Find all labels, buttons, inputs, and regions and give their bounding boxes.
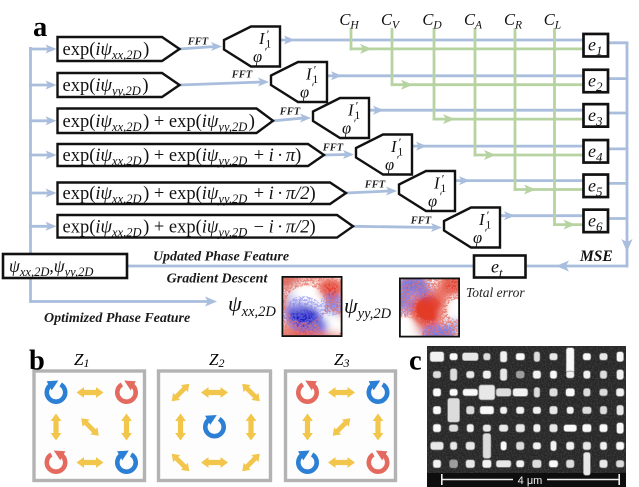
- svg-text:FFT: FFT: [187, 37, 209, 48]
- svg-text:I: I: [433, 174, 441, 193]
- svg-text:I: I: [305, 65, 313, 84]
- svg-text:I: I: [258, 29, 266, 48]
- svg-text:Z3: Z3: [334, 350, 349, 370]
- svg-text:φ: φ: [385, 155, 394, 174]
- svg-text:FFT: FFT: [322, 143, 344, 154]
- svg-text:′: ′: [441, 172, 444, 186]
- svg-text:1: 1: [313, 74, 319, 86]
- svg-text:1: 1: [266, 39, 272, 51]
- svg-text:Optimized Phase Feature: Optimized Phase Feature: [44, 311, 190, 326]
- svg-text:φ: φ: [300, 83, 309, 102]
- svg-text:c: c: [409, 346, 422, 377]
- svg-text:1: 1: [398, 147, 404, 159]
- svg-text:ψyy,2D: ψyy,2D: [344, 293, 392, 322]
- svg-text:Total error: Total error: [466, 285, 525, 300]
- svg-text:′: ′: [353, 116, 356, 130]
- svg-text:MSE: MSE: [579, 248, 613, 265]
- svg-text:φ: φ: [342, 119, 351, 138]
- svg-text:exp(iψyy,2D ): exp(iψyy,2D ): [63, 76, 149, 98]
- svg-text:′: ′: [355, 99, 358, 113]
- svg-text:1: 1: [486, 220, 492, 232]
- svg-text:CH: CH: [339, 10, 359, 32]
- svg-text:φ: φ: [473, 228, 482, 247]
- svg-text:φ: φ: [253, 47, 262, 66]
- svg-text:Z2: Z2: [209, 350, 224, 370]
- svg-text:′: ′: [439, 189, 442, 203]
- svg-text:FFT: FFT: [410, 216, 432, 227]
- svg-text:′: ′: [264, 45, 267, 59]
- svg-text:FFT: FFT: [231, 70, 253, 81]
- svg-text:1: 1: [355, 110, 361, 122]
- svg-text:I: I: [390, 137, 398, 156]
- svg-text:′: ′: [266, 27, 269, 41]
- svg-text:FFT: FFT: [364, 180, 386, 191]
- svg-text:FFT: FFT: [279, 107, 301, 118]
- svg-text:Updated Phase Feature: Updated Phase Feature: [153, 250, 289, 265]
- svg-text:exp(iψxx,2D ): exp(iψxx,2D ): [63, 40, 150, 62]
- svg-text:CV: CV: [381, 10, 401, 32]
- svg-text:′: ′: [313, 63, 316, 77]
- svg-text:Gradient Descent: Gradient Descent: [167, 272, 269, 287]
- svg-text:exp(iψxx,2D ) + exp(iψyy,2D +: exp(iψxx,2D ) + exp(iψyy,2D + i · π/2): [63, 184, 316, 206]
- svg-text:I: I: [347, 101, 355, 120]
- svg-text:CA: CA: [464, 10, 483, 32]
- svg-text:b: b: [29, 346, 45, 377]
- svg-text:exp(iψxx,2D ) + exp(iψyy,2D +: exp(iψxx,2D ) + exp(iψyy,2D + i · π): [63, 146, 302, 168]
- svg-text:φ: φ: [428, 192, 437, 211]
- svg-text:I: I: [478, 210, 486, 229]
- svg-text:CR: CR: [504, 10, 522, 32]
- svg-text:exp(iψxx,2D ) + exp(iψyy,2D −: exp(iψxx,2D ) + exp(iψyy,2D − i · π/2): [63, 217, 316, 239]
- svg-text:CL: CL: [544, 10, 561, 32]
- svg-text:′: ′: [486, 208, 489, 222]
- svg-text:CD: CD: [422, 10, 442, 32]
- svg-text:′: ′: [484, 226, 487, 240]
- svg-text:′: ′: [396, 153, 399, 167]
- svg-text:4 μm: 4 μm: [518, 475, 543, 487]
- svg-text:′: ′: [398, 135, 401, 149]
- svg-text:1: 1: [441, 183, 447, 195]
- svg-text:Z1: Z1: [74, 350, 89, 370]
- svg-text:′: ′: [311, 80, 314, 94]
- svg-text:a: a: [33, 12, 47, 43]
- svg-text:ψxx,2D: ψxx,2D: [228, 291, 276, 320]
- svg-text:exp(iψxx,2D ) + exp(iψyy,2D ): exp(iψxx,2D ) + exp(iψyy,2D ): [63, 112, 255, 134]
